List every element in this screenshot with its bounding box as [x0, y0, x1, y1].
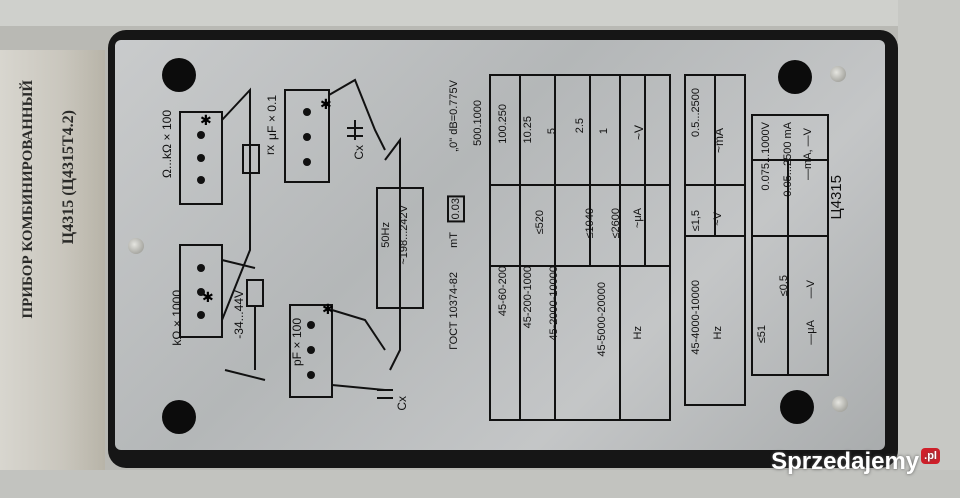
star-icon: ✱ — [320, 97, 332, 113]
cx-label-bottom: Cx — [395, 396, 409, 411]
ac-ma-freq: 45-4000-10000 — [690, 280, 702, 355]
ac-v-hz: Hz — [632, 326, 644, 340]
ac-ma-header: ~mA — [712, 128, 726, 154]
paper-text: ПРИБОР КОМБИНИРОВАННЫЙ Ц4315 (Ц4315Т4.2) — [20, 70, 102, 460]
paper-line-1: ПРИБОР КОМБИНИРОВАННЫЙ — [20, 80, 36, 319]
front-plate — [115, 40, 885, 450]
cx-label-top: Cx — [352, 145, 366, 160]
ohm-range-label: Ω...kΩ×100 — [160, 110, 174, 178]
dc-err-v: ≤0,5 — [778, 275, 790, 297]
ac-ua-row-3: ≤520 — [534, 210, 546, 235]
floor-tile — [898, 0, 960, 498]
screw-icon — [832, 396, 848, 412]
ac-ua-row-2: ≤1040 — [584, 208, 596, 239]
mt-label: mT — [448, 232, 460, 248]
ac-v-freq-3: 45-200-1000 — [522, 266, 534, 329]
schematic-drawing — [179, 74, 829, 421]
screw-icon — [128, 238, 144, 254]
supply-frequency: 50Hz — [380, 222, 392, 248]
mount-hole — [780, 390, 814, 424]
boxed-value: 0.03 — [447, 195, 465, 223]
ac-v-header: ~V — [632, 125, 646, 141]
floor-tile — [0, 470, 960, 498]
dc-err-ua: ≤51 — [756, 325, 768, 344]
ac-ma-err: ≤1,5 — [690, 210, 702, 232]
mount-hole — [162, 58, 196, 92]
screw-icon — [830, 66, 846, 82]
paper-label — [0, 50, 105, 470]
supply-voltage: ~198...242V — [398, 205, 410, 265]
ac-v-freq-4: 45-60-200 — [497, 266, 509, 317]
voltage-range-label: -34...44V — [232, 290, 246, 339]
star-icon: ✱ — [202, 290, 214, 306]
ac-ua-header: ~μA — [632, 208, 644, 229]
dc-ma-range: 0.05...2500 mA — [782, 122, 794, 197]
uf-range-label: μF×0.1 — [265, 95, 279, 140]
star-icon: ✱ — [200, 113, 212, 129]
ac-v-row-2: 2.5 — [574, 118, 586, 134]
pf-range-label: pF×100 — [290, 318, 304, 367]
dc-header-ua: —μA — [805, 320, 817, 345]
paper-line-2: Ц4315 (Ц4315Т4.2) — [60, 110, 77, 245]
ac-v-row-5: 100.250 — [497, 104, 509, 144]
dc-header-v: —V — [805, 280, 817, 299]
ac-ua-row-1: ≤2600 — [610, 208, 622, 239]
rx-label-top: rx — [263, 145, 277, 155]
dc-v-range: 0.075...1000V — [760, 122, 772, 191]
ac-ma-range: 0.5...2500 — [690, 88, 702, 137]
ac-v-row-1: 1 — [598, 128, 610, 135]
mount-hole — [778, 60, 812, 94]
ac-v-row-3: 5 — [546, 128, 558, 135]
watermark: Sprzedajemy.pl — [771, 448, 940, 476]
ac-v-row-6: 500.1000 — [472, 100, 484, 146]
ac-ma-hz: Hz — [712, 326, 724, 340]
db-reference-label: „0" dB=0.775V — [448, 80, 460, 152]
watermark-badge: .pl — [921, 448, 940, 464]
model-label: Ц4315 — [828, 175, 845, 220]
ac-ma-header-v: ~V — [712, 212, 724, 226]
ac-v-freq-1: 45-5000-20000 — [596, 282, 608, 357]
floor-tile — [0, 0, 960, 26]
star-icon: ✱ — [322, 302, 334, 318]
mount-hole — [162, 400, 196, 434]
ac-v-freq-2: 45-2000-10000 — [548, 266, 560, 341]
gost-label: ГОСТ 10374-82 — [448, 272, 460, 350]
ac-v-row-4: 10.25 — [522, 116, 534, 144]
watermark-text: Sprzedajemy — [771, 448, 920, 475]
kohm-1000-label: kΩ×1000 — [170, 290, 184, 346]
dc-header-range: —mA, —V — [802, 128, 814, 180]
